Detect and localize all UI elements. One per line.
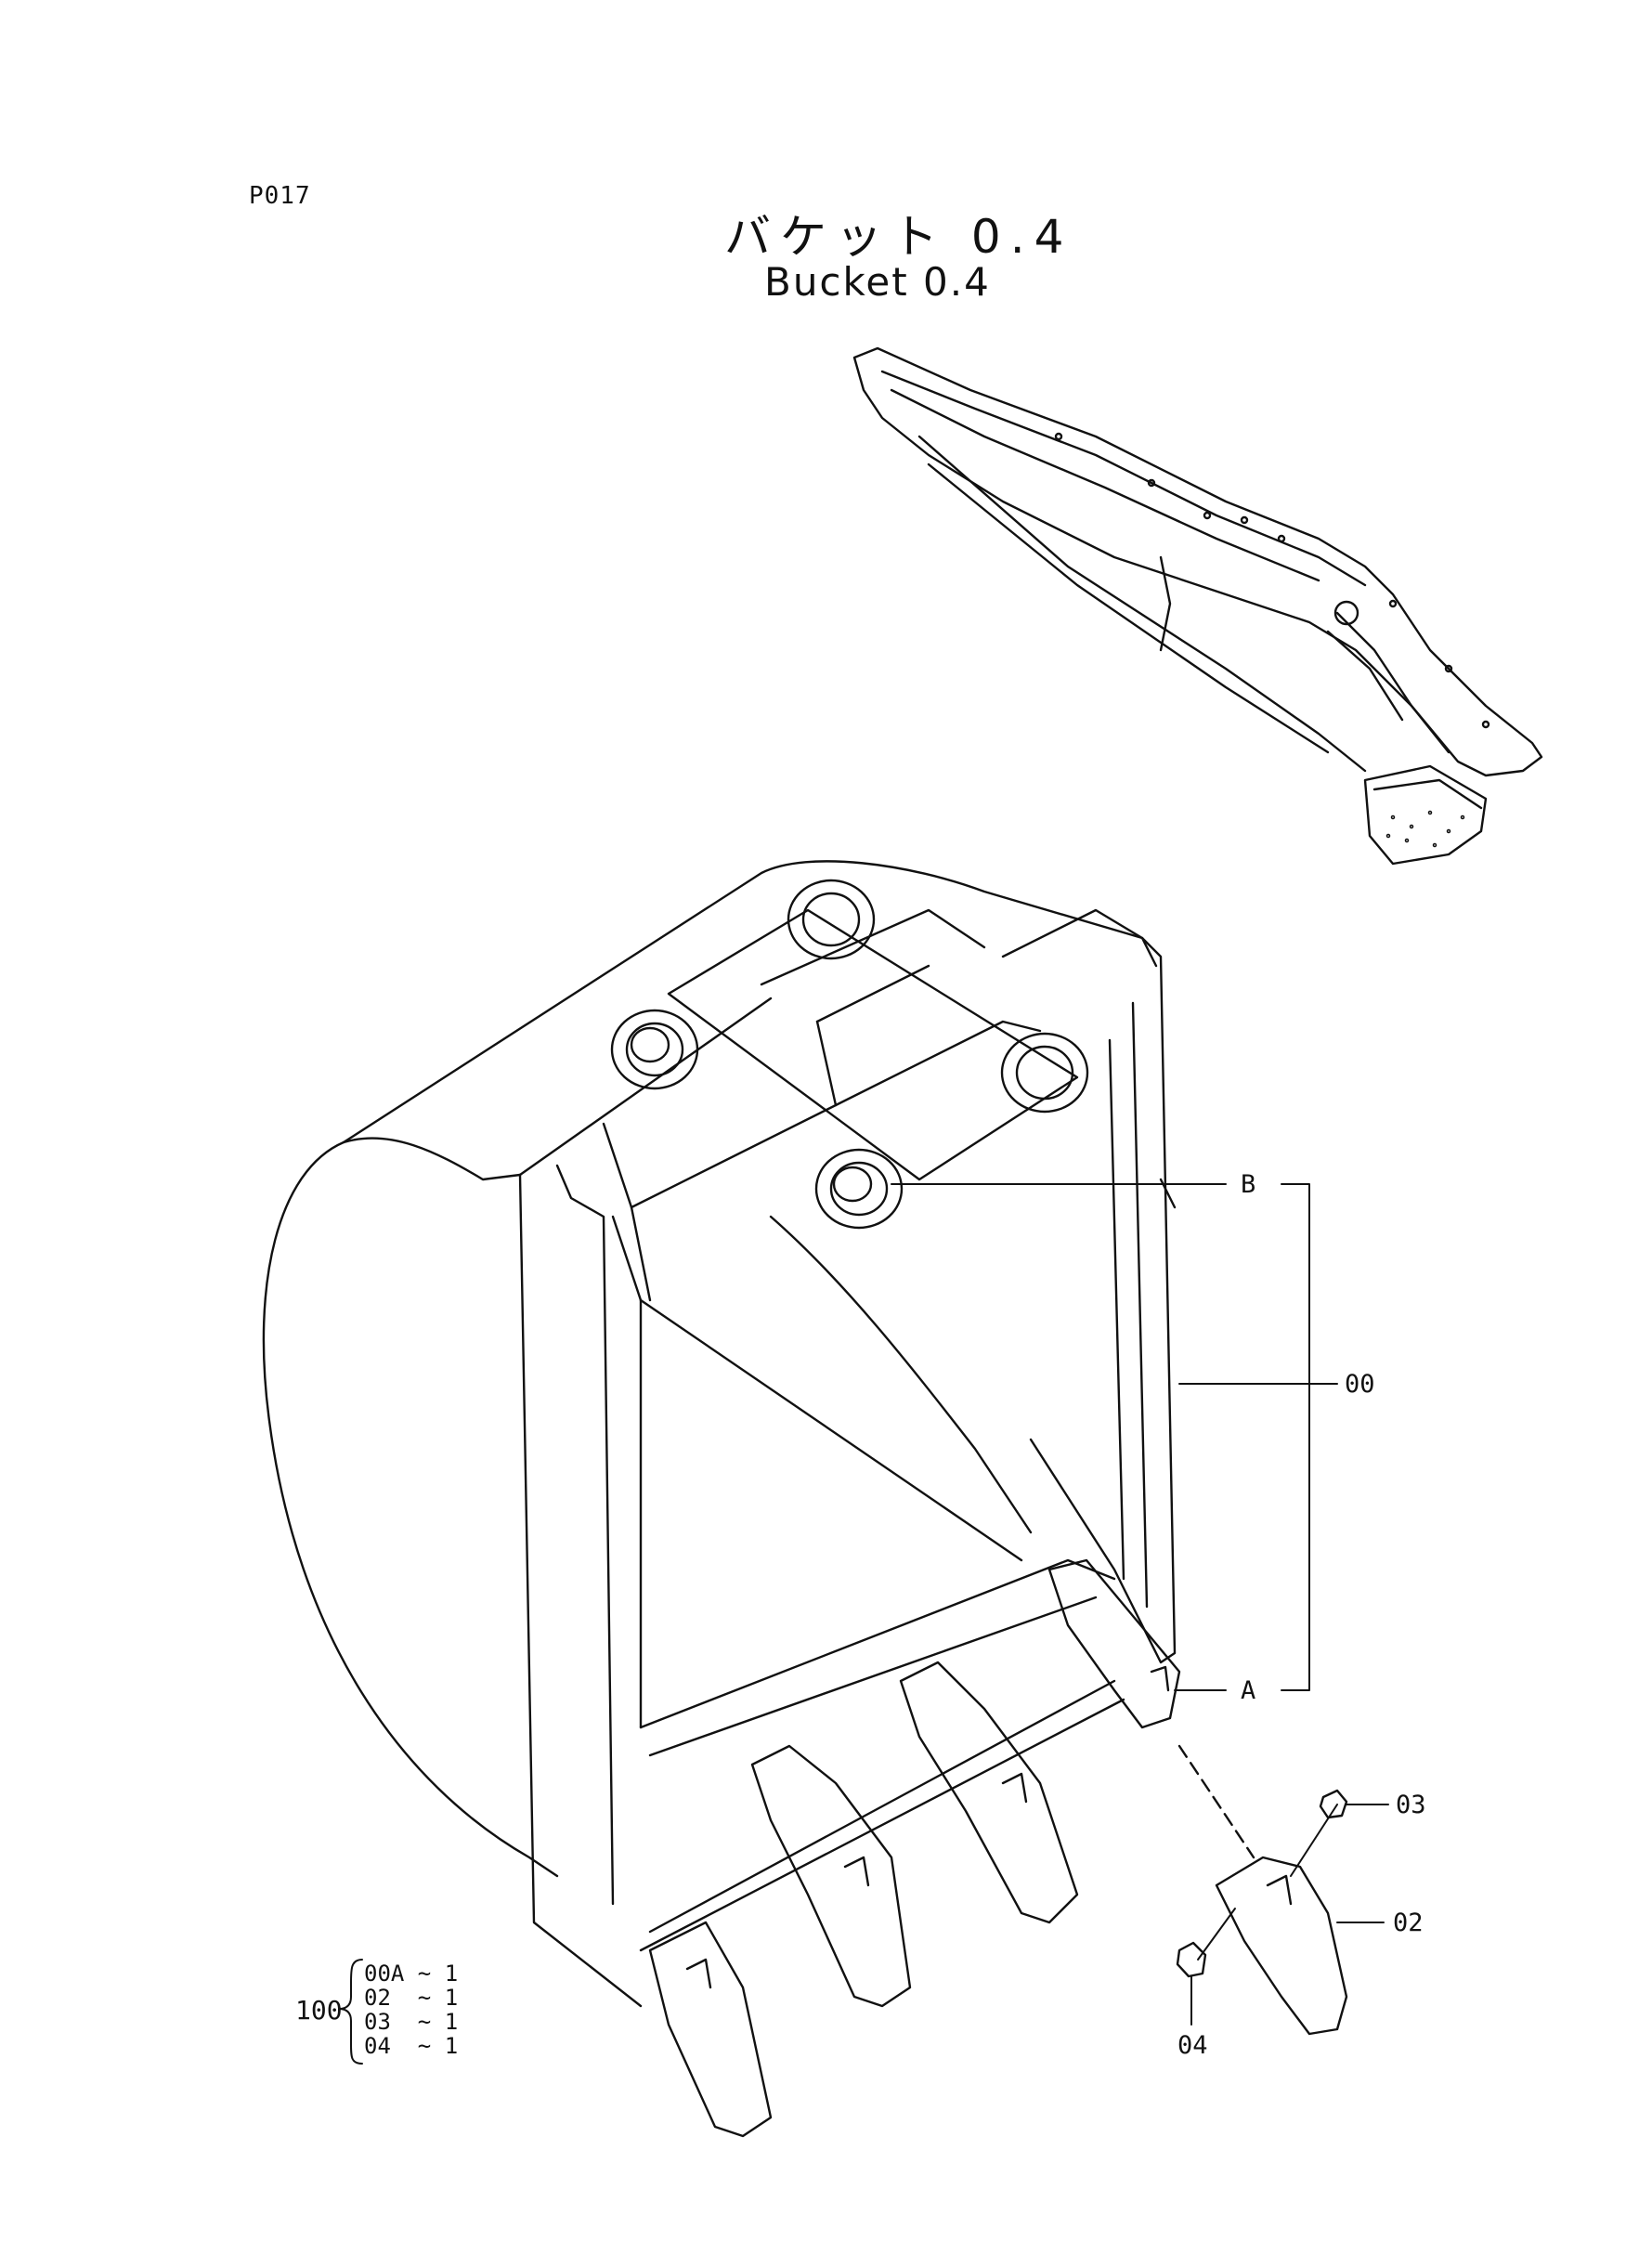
- title-japanese: バケット 0.4: [724, 210, 1073, 264]
- callout-04: 04: [1177, 2031, 1208, 2060]
- kit-item: 03 ~ 1: [364, 2009, 459, 2035]
- kit-items: 00A ~ 1 02 ~ 1 03 ~ 1 04 ~ 1: [364, 1961, 458, 2058]
- kit-brace: [338, 1959, 363, 2065]
- leader-lines: [891, 1183, 1389, 2026]
- kit-item: 02 ~ 1: [364, 1985, 459, 2011]
- kit-item: 04 ~ 1: [364, 2033, 459, 2059]
- bucket-teeth: [648, 1558, 1181, 2138]
- callout-b: B: [1241, 1170, 1256, 1199]
- callout-03: 03: [1396, 1791, 1426, 1819]
- boss-pins: [610, 879, 1089, 1230]
- page-code: P017: [249, 182, 311, 210]
- excavator-arm-thumbnail: [852, 346, 1543, 866]
- kit-number: 100: [295, 1995, 343, 2026]
- exploded-parts: [1176, 1744, 1348, 2036]
- title-english: Bucket 0.4: [764, 259, 991, 305]
- callout-00: 00: [1345, 1370, 1375, 1399]
- callout-a: A: [1241, 1676, 1256, 1705]
- callout-02: 02: [1393, 1909, 1424, 1937]
- bucket-body: [262, 860, 1177, 2008]
- kit-item: 00A ~ 1: [364, 1961, 459, 1987]
